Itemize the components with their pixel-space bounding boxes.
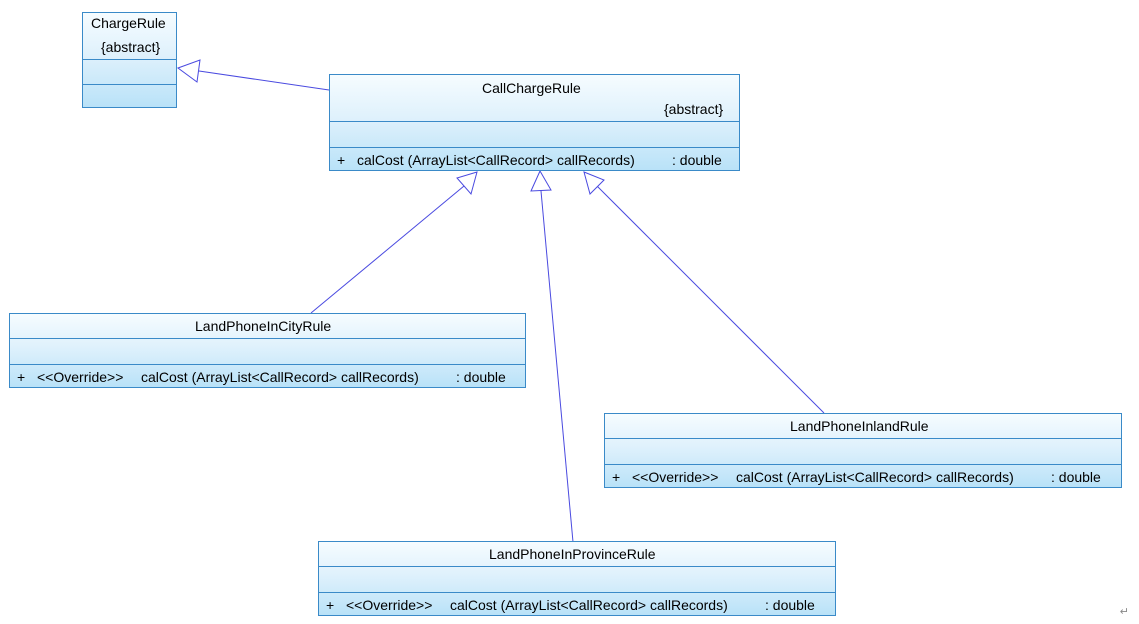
attributes-compartment — [605, 438, 1121, 464]
operation-signature: calCost (ArrayList<CallRecord> callRecor… — [736, 469, 1014, 485]
attributes-compartment — [10, 338, 525, 364]
operation-annotation: <<Override>> — [37, 369, 124, 385]
operation-annotation: <<Override>> — [346, 597, 433, 613]
class-name: CallChargeRule — [482, 80, 581, 96]
operations-compartment: + <<Override>> calCost (ArrayList<CallRe… — [319, 592, 835, 616]
class-chargerule[interactable]: ChargeRule {abstract} — [82, 12, 177, 108]
class-callchargerule[interactable]: CallChargeRule {abstract} + calCost (Arr… — [329, 74, 740, 171]
class-name: LandPhoneInlandRule — [790, 418, 929, 434]
operations-compartment: + <<Override>> calCost (ArrayList<CallRe… — [10, 364, 525, 388]
operation-visibility: + — [612, 469, 621, 485]
class-stereotype: {abstract} — [101, 39, 161, 55]
operation-annotation: <<Override>> — [632, 469, 719, 485]
edge-incity-to-callchargerule — [310, 171, 478, 314]
edge-inland-to-callchargerule — [583, 171, 825, 414]
attributes-compartment — [319, 566, 835, 592]
operation-return-type: : double — [672, 152, 722, 168]
class-name: ChargeRule — [91, 15, 166, 31]
class-name: LandPhoneInProvinceRule — [489, 546, 656, 562]
operations-compartment — [83, 84, 176, 108]
operations-compartment: + calCost (ArrayList<CallRecord> callRec… — [330, 147, 739, 171]
operation-return-type: : double — [765, 597, 815, 613]
class-name: LandPhoneInCityRule — [195, 318, 332, 334]
attributes-compartment — [330, 121, 739, 147]
operation-signature: calCost (ArrayList<CallRecord> callRecor… — [141, 369, 419, 385]
class-landphoneinlandrule[interactable]: LandPhoneInlandRule + <<Override>> calCo… — [604, 413, 1122, 488]
paragraph-return-mark: ↵ — [1119, 606, 1129, 618]
attributes-compartment — [83, 59, 176, 84]
operation-visibility: + — [326, 597, 335, 613]
operation-return-type: : double — [456, 369, 506, 385]
edge-inprovince-to-callchargerule — [530, 169, 574, 543]
operation-return-type: : double — [1051, 469, 1101, 485]
edge-callchargerule-to-chargerule — [176, 59, 330, 91]
class-stereotype: {abstract} — [664, 101, 724, 117]
operation-signature: calCost (ArrayList<CallRecord> callRecor… — [450, 597, 728, 613]
operation-signature: calCost (ArrayList<CallRecord> callRecor… — [357, 152, 635, 168]
operation-visibility: + — [337, 152, 346, 168]
operations-compartment: + <<Override>> calCost (ArrayList<CallRe… — [605, 464, 1121, 488]
operation-visibility: + — [17, 369, 26, 385]
class-landphoneincityrule[interactable]: LandPhoneInCityRule + <<Override>> calCo… — [9, 313, 526, 388]
class-landphoneinprovincerule[interactable]: LandPhoneInProvinceRule + <<Override>> c… — [318, 541, 836, 616]
